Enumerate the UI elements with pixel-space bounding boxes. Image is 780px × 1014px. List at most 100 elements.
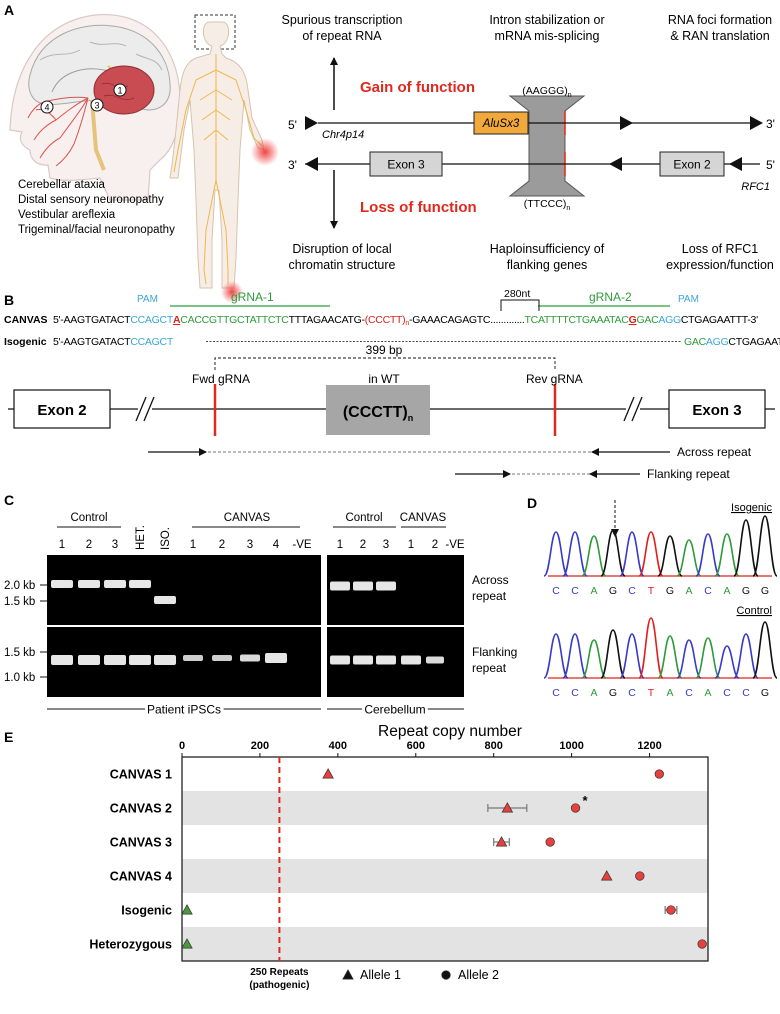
svg-text:expression/function: expression/function (666, 258, 774, 272)
x-tick-label: 1000 (559, 740, 583, 752)
gel-top-left (47, 555, 321, 625)
trace-peak (752, 621, 778, 679)
dashed-inset-box (194, 14, 236, 50)
x-tick-label: 800 (485, 740, 503, 752)
locus-label: Chr4p14 (322, 129, 364, 141)
trace-title-control: Control (737, 605, 772, 617)
head-illustration: 1 2 3 4 (9, 14, 237, 231)
svg-text:flanking genes: flanking genes (507, 258, 588, 272)
svg-text:Haploinsufficiency of: Haploinsufficiency of (490, 242, 605, 256)
svg-text:5': 5' (766, 158, 775, 172)
trace-peak (676, 639, 702, 679)
base-call: C (685, 687, 693, 699)
base-call: C (742, 687, 750, 699)
gel-band (78, 655, 100, 665)
gel-band (51, 655, 73, 665)
gel-band (353, 581, 373, 591)
category-label: Isogenic (121, 904, 172, 918)
marker-2-0kb: 2.0 kb (4, 580, 35, 592)
gel-band (330, 655, 350, 665)
gel-band (129, 655, 151, 665)
svg-text:1: 1 (117, 86, 122, 96)
base-call: C (723, 687, 731, 699)
base-call: G (609, 585, 617, 597)
hand-highlight (251, 138, 279, 166)
base-call: G (666, 585, 674, 597)
category-label: Heterozygous (89, 938, 172, 952)
symptom-list: Cerebellar ataxia Distal sensory neurono… (18, 179, 175, 236)
footer-cerebellum: Cerebellum (364, 703, 425, 717)
break-marks (135, 396, 643, 422)
trace-peak (619, 633, 645, 679)
gel-band (51, 580, 73, 588)
trace-peak (562, 633, 588, 679)
base-call: G (609, 687, 617, 699)
pam-label-left: PAM (137, 294, 158, 305)
svg-text:Loss of RFC1: Loss of RFC1 (682, 242, 758, 256)
marker-1-0kb: 1.0 kb (4, 672, 35, 684)
allele2-point (654, 769, 664, 779)
isogenic-row-label: Isogenic (4, 336, 47, 348)
base-call: A (590, 585, 597, 597)
gel-top-right (327, 555, 464, 625)
allele2-point (545, 837, 555, 847)
loss-of-function-title: Loss of function (360, 199, 477, 216)
svg-text:Exon 3: Exon 3 (387, 158, 425, 172)
svg-text:Exon 2: Exon 2 (673, 158, 711, 172)
base-call: G (761, 585, 769, 597)
row-band (182, 859, 708, 893)
lane-label: 2 (432, 539, 438, 551)
symptom-item: Cerebellar ataxia (18, 179, 106, 191)
gel-band (104, 580, 126, 588)
trace-peak (695, 533, 721, 577)
gel-band (401, 655, 421, 665)
x-tick-label: 0 (179, 740, 185, 752)
panel-label-b: B (4, 292, 14, 308)
gain-of-function-title: Gain of function (360, 79, 475, 96)
svg-text:(AAGGG)n: (AAGGG)n (522, 85, 572, 99)
span-label-line2: in WT (368, 372, 400, 386)
legend-allele2-marker (441, 970, 451, 980)
trace-title-isogenic: Isogenic (731, 502, 772, 514)
brain-marker-4: 4 (40, 100, 54, 114)
gel-band (212, 655, 232, 661)
symptom-item: Trigeminal/facial neuronopathy (18, 224, 175, 236)
allele2-point (697, 939, 707, 949)
row-label-flanking-1: Flanking (472, 645, 517, 659)
category-label: CANVAS 1 (110, 768, 172, 782)
lane-label: 4 (273, 539, 280, 551)
lane-label: 2 (86, 539, 92, 551)
alu-element (473, 111, 529, 135)
trace-peak (657, 535, 683, 577)
svg-text:Disruption of local: Disruption of local (292, 242, 391, 256)
pam-label-right: PAM (678, 294, 699, 305)
svg-text:3: 3 (94, 101, 99, 111)
svg-text:mRNA mis-splicing: mRNA mis-splicing (495, 29, 600, 43)
row-band (182, 927, 708, 961)
svg-text:4: 4 (44, 103, 49, 113)
svg-text:of repeat RNA: of repeat RNA (302, 29, 382, 43)
allele1-point (495, 836, 508, 847)
panel-a: A 1 2 (4, 2, 775, 303)
rev-grna-label: Rev gRNA (526, 372, 583, 386)
canvas-row-label: CANVAS (4, 314, 48, 326)
panel-label-a: A (4, 2, 14, 18)
lane-label: 1 (408, 539, 414, 551)
legend-allele1-label: Allele 1 (360, 968, 401, 982)
foot-highlight (221, 281, 243, 303)
marker-1-5kb-top: 1.5 kb (4, 596, 35, 608)
base-call: T (648, 585, 655, 597)
group-canvas-right: CANVAS (400, 512, 447, 524)
brain-marker-3: 3 (90, 98, 104, 112)
allele1-point (600, 870, 613, 881)
trace-peak (600, 629, 626, 679)
lane-label: 3 (247, 539, 253, 551)
trace-peak (638, 617, 664, 679)
isogenic-sequence-left: 5'-AAGTGATACTCCAGCT (53, 336, 174, 348)
trace-peak (695, 637, 721, 679)
footer-patient-ipscs: Patient iPSCs (147, 703, 221, 717)
allele2-point (635, 871, 645, 881)
allele1-point (501, 802, 514, 813)
